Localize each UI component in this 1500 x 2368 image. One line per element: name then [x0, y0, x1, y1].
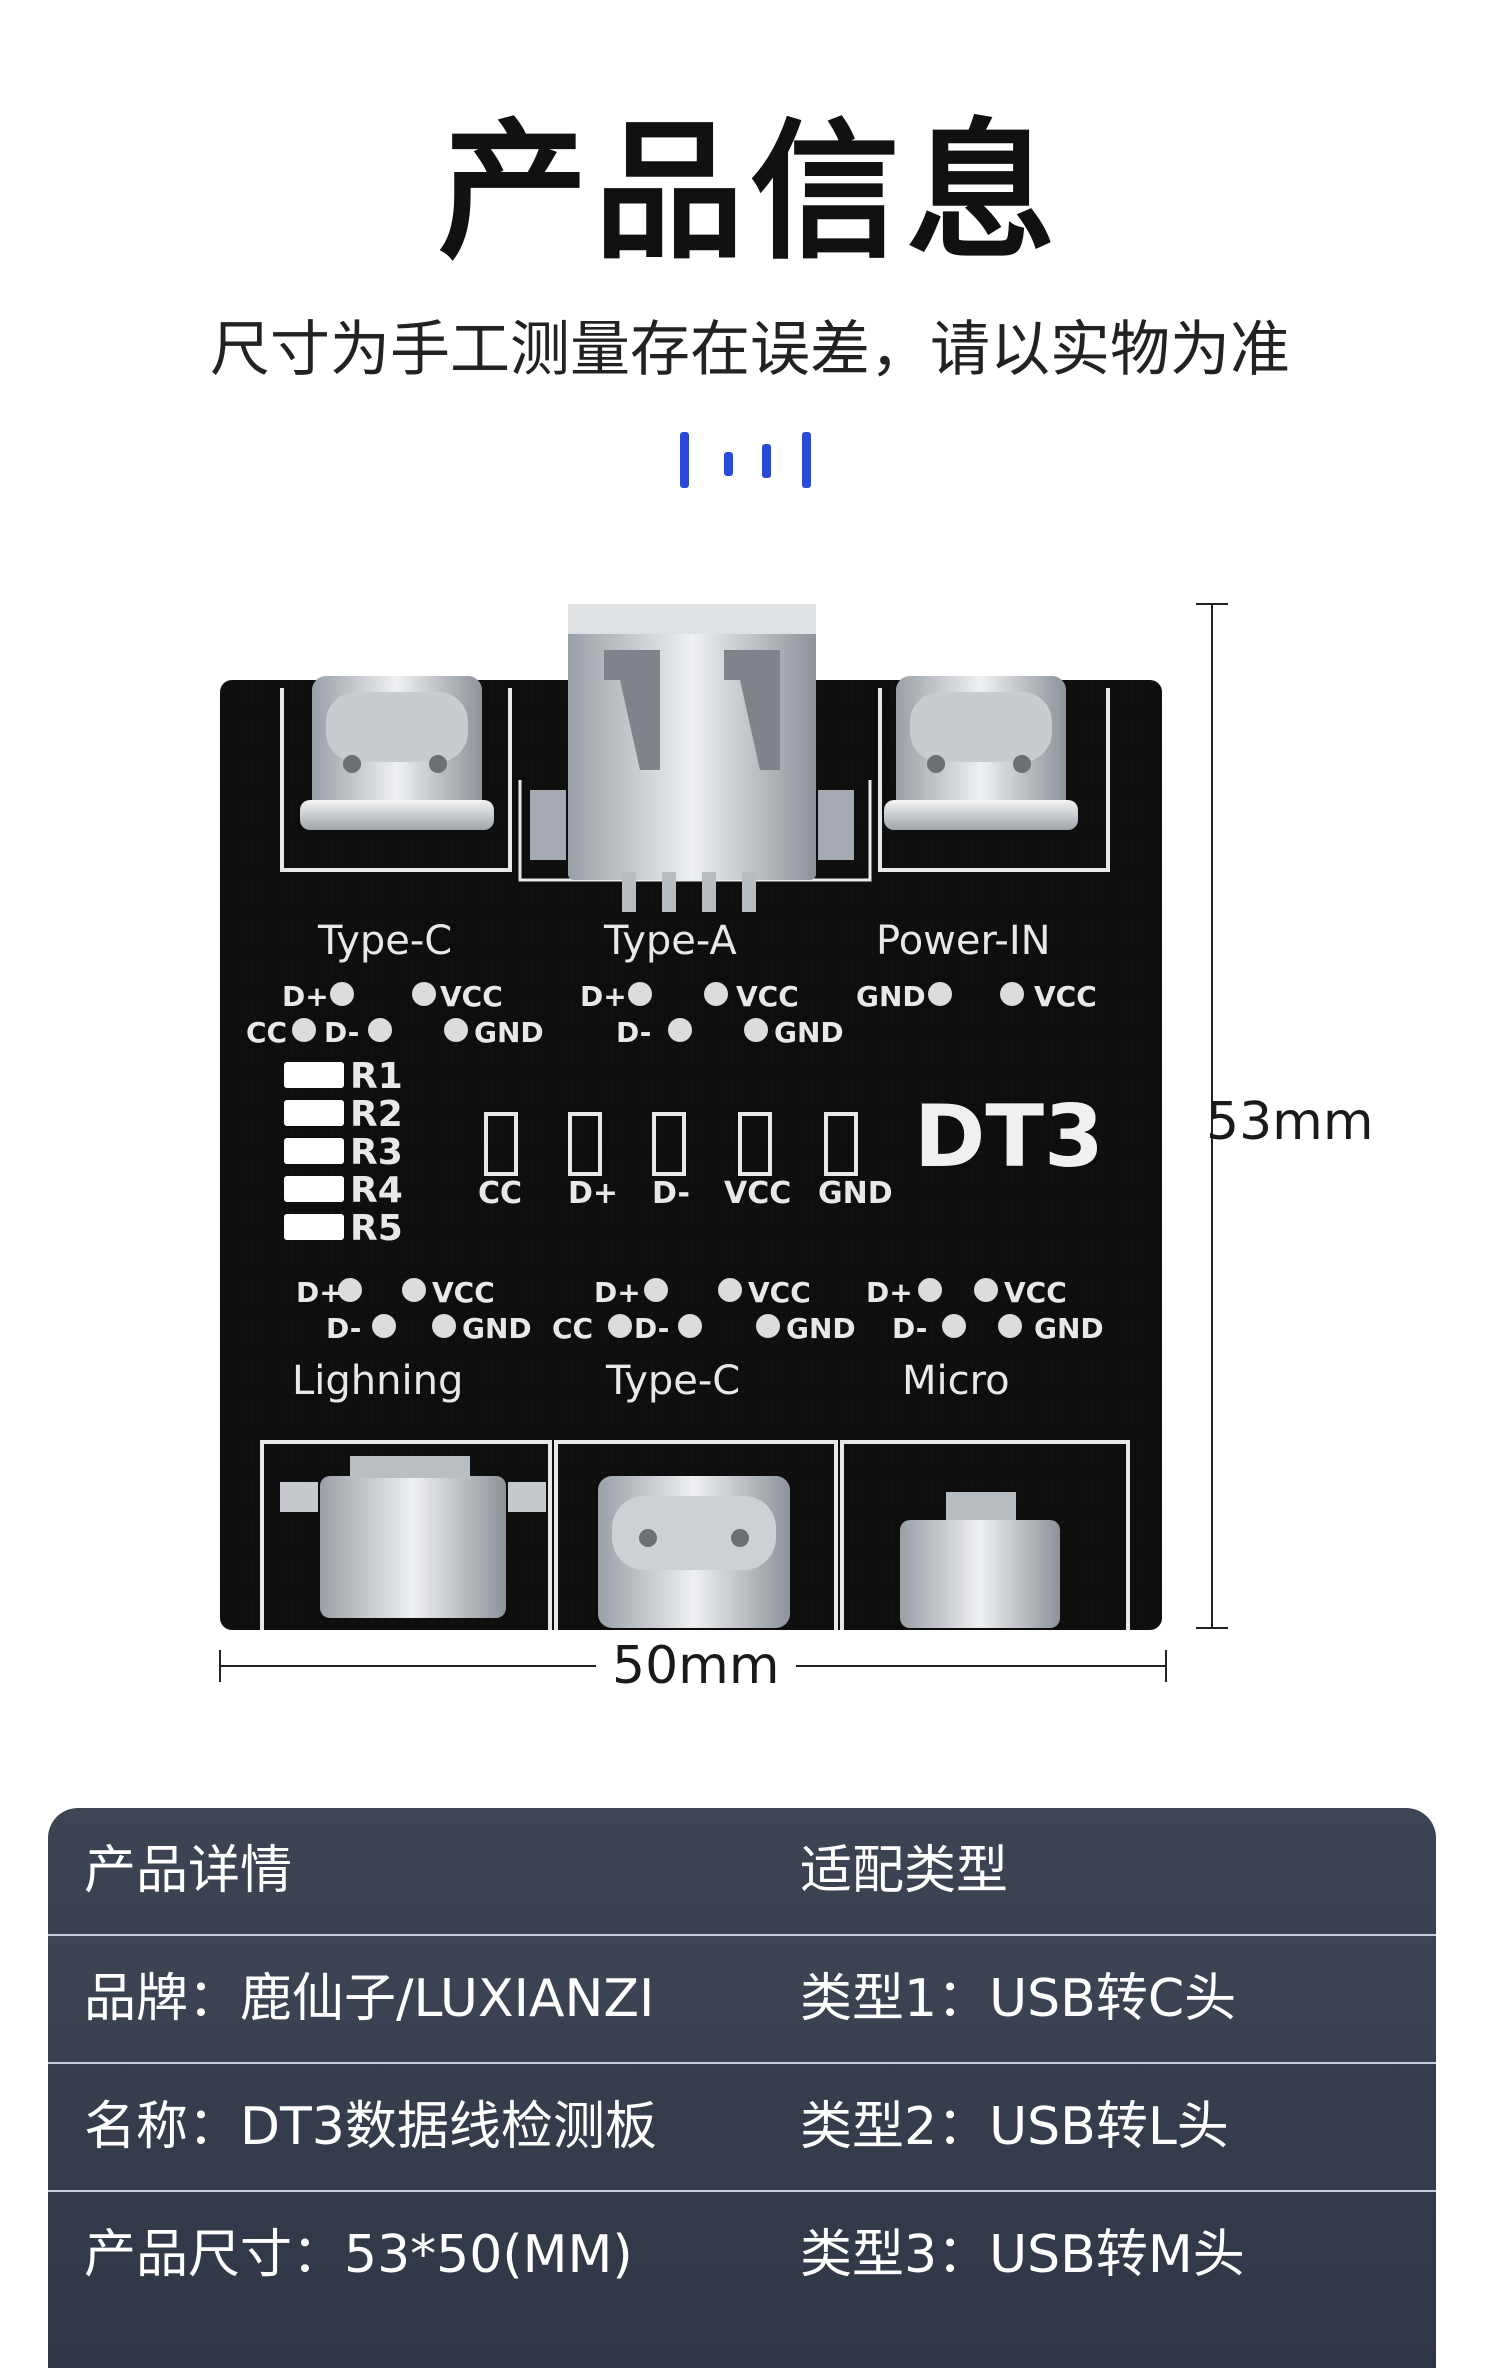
- table-row: 品牌：鹿仙子/LUXIANZI 类型1：USB转C头: [48, 1936, 1436, 2064]
- page-title: 产品信息: [437, 106, 1062, 280]
- table-cell: 名称：DT3数据线检测板: [84, 2097, 657, 2157]
- resistor-array: [284, 1062, 344, 1240]
- dimension-lines: [219, 603, 1228, 1682]
- table-header-row: 产品详情 适配类型: [48, 1808, 1436, 1936]
- type-c-port-top-left: [300, 676, 494, 830]
- type-c-port-bottom: [598, 1476, 790, 1628]
- page-subtitle: 尺寸为手工测量存在误差，请以实物为准: [210, 315, 1290, 385]
- led-array: [484, 1112, 858, 1176]
- micro-usb-port: [900, 1492, 1060, 1628]
- table-row: 名称：DT3数据线检测板 类型2：USB转L头: [48, 2064, 1436, 2192]
- table-header-cell: 适配类型: [800, 1841, 1009, 1901]
- type-a-port: [530, 604, 854, 912]
- table-row: 产品尺寸：53*50(MM) 类型3：USB转M头: [48, 2192, 1436, 2318]
- pcb-illustration: [219, 603, 1228, 1682]
- test-points: [292, 982, 1024, 1338]
- type-c-port-top-right: [884, 676, 1078, 830]
- lightning-port: [280, 1456, 546, 1618]
- table-cell: 类型1：USB转C头: [800, 1969, 1237, 2029]
- table-cell: 类型2：USB转L头: [800, 2097, 1229, 2157]
- table-header-cell: 产品详情: [84, 1841, 293, 1901]
- decorative-bars: [678, 430, 828, 500]
- table-cell: 类型3：USB转M头: [800, 2225, 1245, 2285]
- table-cell: 品牌：鹿仙子/LUXIANZI: [84, 1969, 655, 2029]
- product-info-table: 产品详情 适配类型 品牌：鹿仙子/LUXIANZI 类型1：USB转C头 名称：…: [48, 1808, 1436, 2368]
- table-cell: 产品尺寸：53*50(MM): [84, 2225, 633, 2285]
